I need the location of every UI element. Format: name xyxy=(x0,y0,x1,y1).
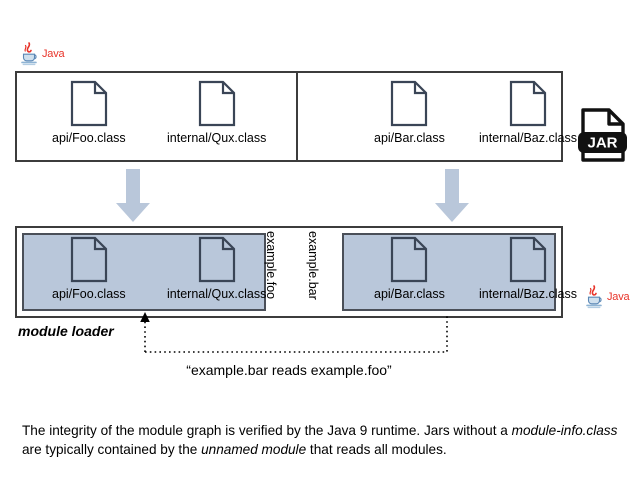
module-file-api-bar: api/Bar.class xyxy=(374,236,445,301)
module-loader-caption: module loader xyxy=(18,323,114,339)
jar-icon-text: JAR xyxy=(587,134,617,151)
java-logo-text: Java xyxy=(42,47,65,60)
module-file-internal-qux: internal/Qux.class xyxy=(167,236,266,301)
jar-section-divider xyxy=(296,73,298,160)
file-label: internal/Qux.class xyxy=(167,287,267,301)
jar-file-icon: JAR xyxy=(578,106,628,164)
file-label: internal/Qux.class xyxy=(167,131,267,145)
java-logo-module: Java xyxy=(583,285,630,309)
footnote-paragraph: The integrity of the module graph is ver… xyxy=(22,421,622,459)
file-icon xyxy=(198,236,236,283)
module-file-internal-baz: internal/Baz.class xyxy=(479,236,577,301)
module-name-example-foo: example.foo xyxy=(264,231,278,300)
file-icon xyxy=(390,236,428,283)
footnote-part-3: that reads all modules. xyxy=(306,442,447,457)
arrow-down-right xyxy=(434,169,470,223)
file-icon xyxy=(70,236,108,283)
jar-file-api-bar: api/Bar.class xyxy=(374,80,445,145)
java-logo-top: Java xyxy=(18,42,65,66)
module-file-api-foo: api/Foo.class xyxy=(52,236,126,301)
module-name-example-bar: example.bar xyxy=(306,231,320,300)
file-label: internal/Baz.class xyxy=(479,131,577,145)
arrow-down-left xyxy=(115,169,151,223)
footnote-part-2: are typically contained by the xyxy=(22,442,202,457)
footnote-em-unnamed-module: unnamed module xyxy=(201,442,307,457)
file-icon xyxy=(509,80,547,127)
reads-relation-caption: “example.bar reads example.foo” xyxy=(186,362,392,378)
footnote-part-1: The integrity of the module graph is ver… xyxy=(22,423,512,438)
jar-file-api-foo: api/Foo.class xyxy=(52,80,126,145)
file-icon xyxy=(70,80,108,127)
file-icon xyxy=(198,80,236,127)
file-icon xyxy=(509,236,547,283)
file-icon xyxy=(390,80,428,127)
file-label: api/Foo.class xyxy=(52,131,126,145)
jar-file-internal-baz: internal/Baz.class xyxy=(479,80,577,145)
reads-relation-connector xyxy=(130,306,470,358)
file-label: api/Bar.class xyxy=(374,131,445,145)
file-label: api/Bar.class xyxy=(374,287,445,301)
java-cup-icon xyxy=(18,42,40,66)
java-cup-icon xyxy=(583,285,605,309)
footnote-em-module-info: module-info.class xyxy=(511,423,618,438)
java-logo-text: Java xyxy=(607,290,630,303)
jar-file-internal-qux: internal/Qux.class xyxy=(167,80,266,145)
file-label: internal/Baz.class xyxy=(479,287,577,301)
file-label: api/Foo.class xyxy=(52,287,126,301)
